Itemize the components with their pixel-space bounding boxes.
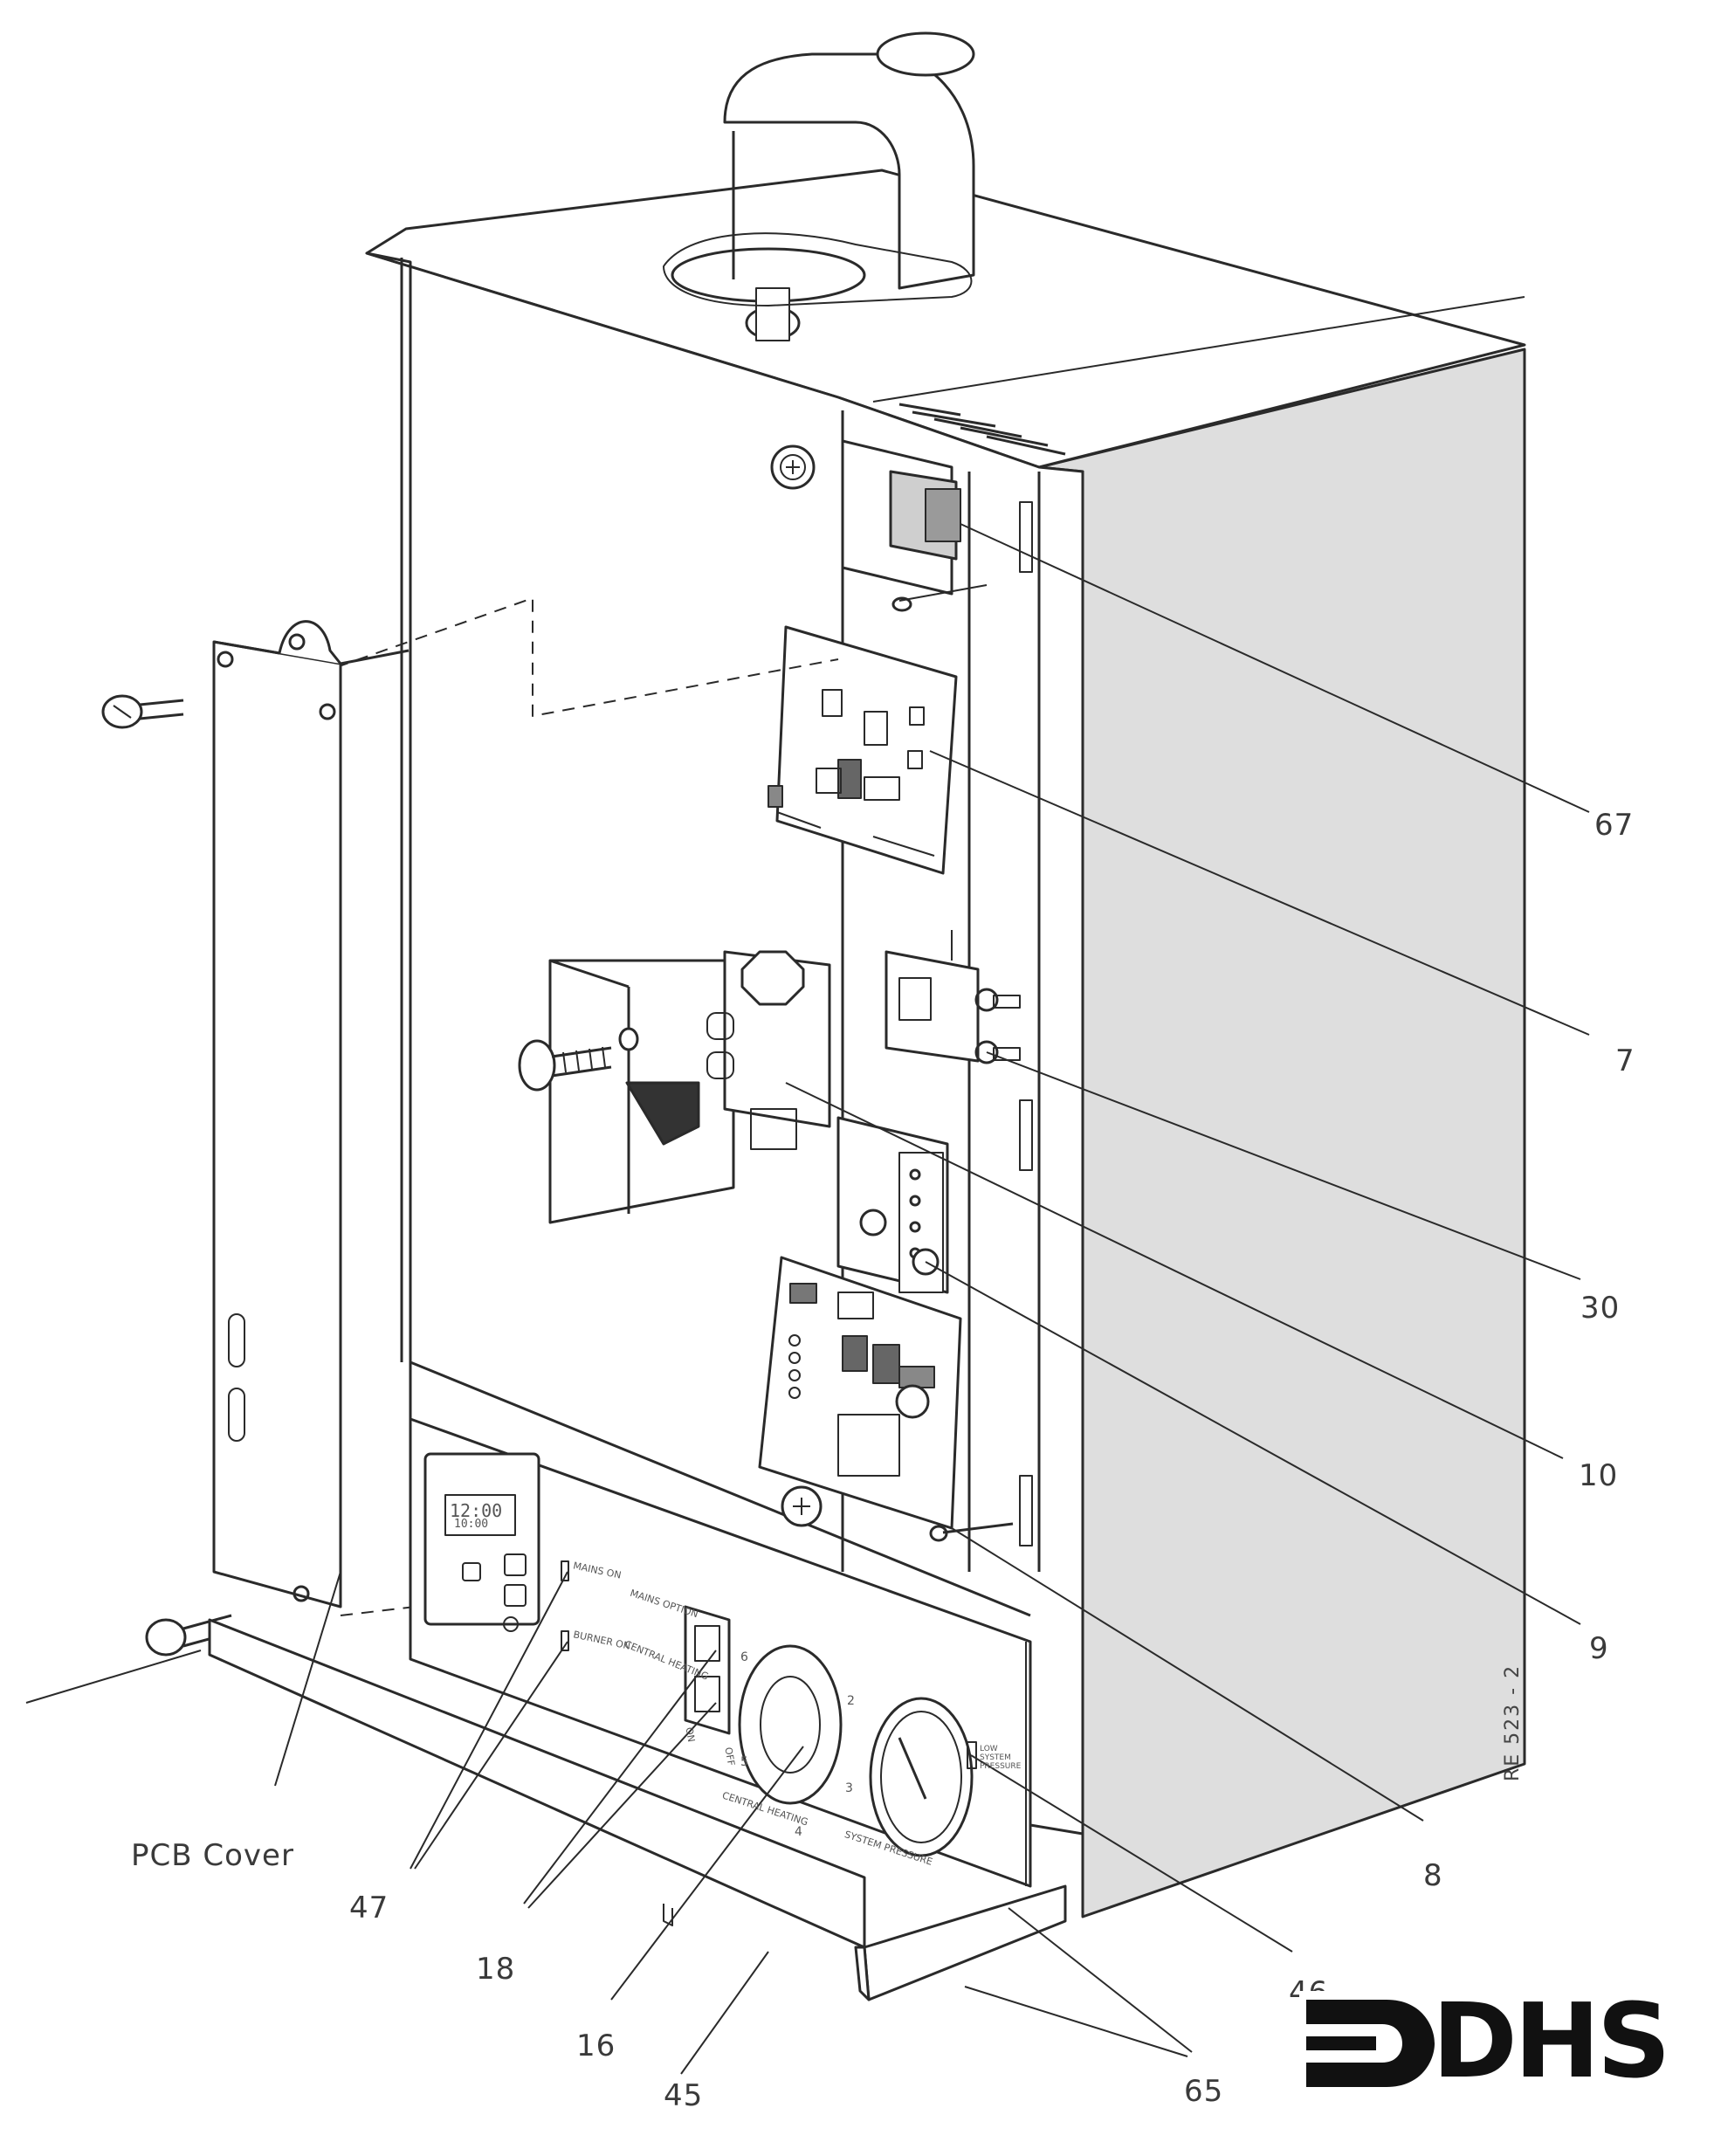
clock-display: 12:00	[450, 1500, 503, 1521]
dhs-logo-text: DHS	[1432, 1980, 1671, 2101]
low-system-pressure-label: LOW SYSTEM PRESSURE	[980, 1745, 1022, 1771]
callout-30: 30	[1580, 1291, 1621, 1326]
component-67-transformer	[841, 439, 988, 612]
pcb-cover-label: PCB Cover	[131, 1838, 294, 1873]
callout-67: 67	[1594, 808, 1635, 843]
component-9-connector	[836, 1116, 949, 1294]
clock-display-small: 10:00	[454, 1518, 489, 1531]
callout-8: 8	[1423, 1858, 1443, 1893]
dial-number-6: 6	[740, 1650, 748, 1664]
callout-47: 47	[349, 1891, 389, 1925]
callout-10: 10	[1579, 1458, 1619, 1493]
cover-screw-top	[101, 694, 184, 729]
callout-9: 9	[1589, 1631, 1609, 1666]
boiler-side-panel	[1037, 348, 1526, 1918]
callout-7: 7	[1615, 1044, 1635, 1078]
reference-code: RE 523 - 2	[1502, 1663, 1524, 1781]
dhs-logo-mark	[1299, 1991, 1642, 2096]
fascia-door	[208, 1618, 1067, 2001]
dial-number-4: 4	[795, 1825, 802, 1839]
callout-65: 65	[1184, 2074, 1224, 2109]
callout-16: 16	[576, 2029, 616, 2063]
dial-number-5: 5	[740, 1755, 748, 1769]
component-10-screw	[518, 1039, 612, 1092]
dial-number-2: 2	[847, 1694, 855, 1708]
cover-screw-bottom	[145, 1614, 232, 1657]
component-10-terminal-block	[548, 950, 831, 1224]
callout-18: 18	[476, 1952, 516, 1987]
pcb-cover	[212, 620, 410, 1608]
switch-on-label: ON	[683, 1726, 698, 1743]
fixing-screw-top	[770, 444, 816, 490]
fixing-screw-bottom	[781, 1485, 823, 1527]
dial-number-3: 3	[845, 1781, 853, 1795]
flue-elbow	[663, 31, 975, 341]
component-7-pcb	[768, 625, 958, 875]
control-panel	[409, 1417, 1032, 1888]
callout-45: 45	[664, 2078, 704, 2113]
